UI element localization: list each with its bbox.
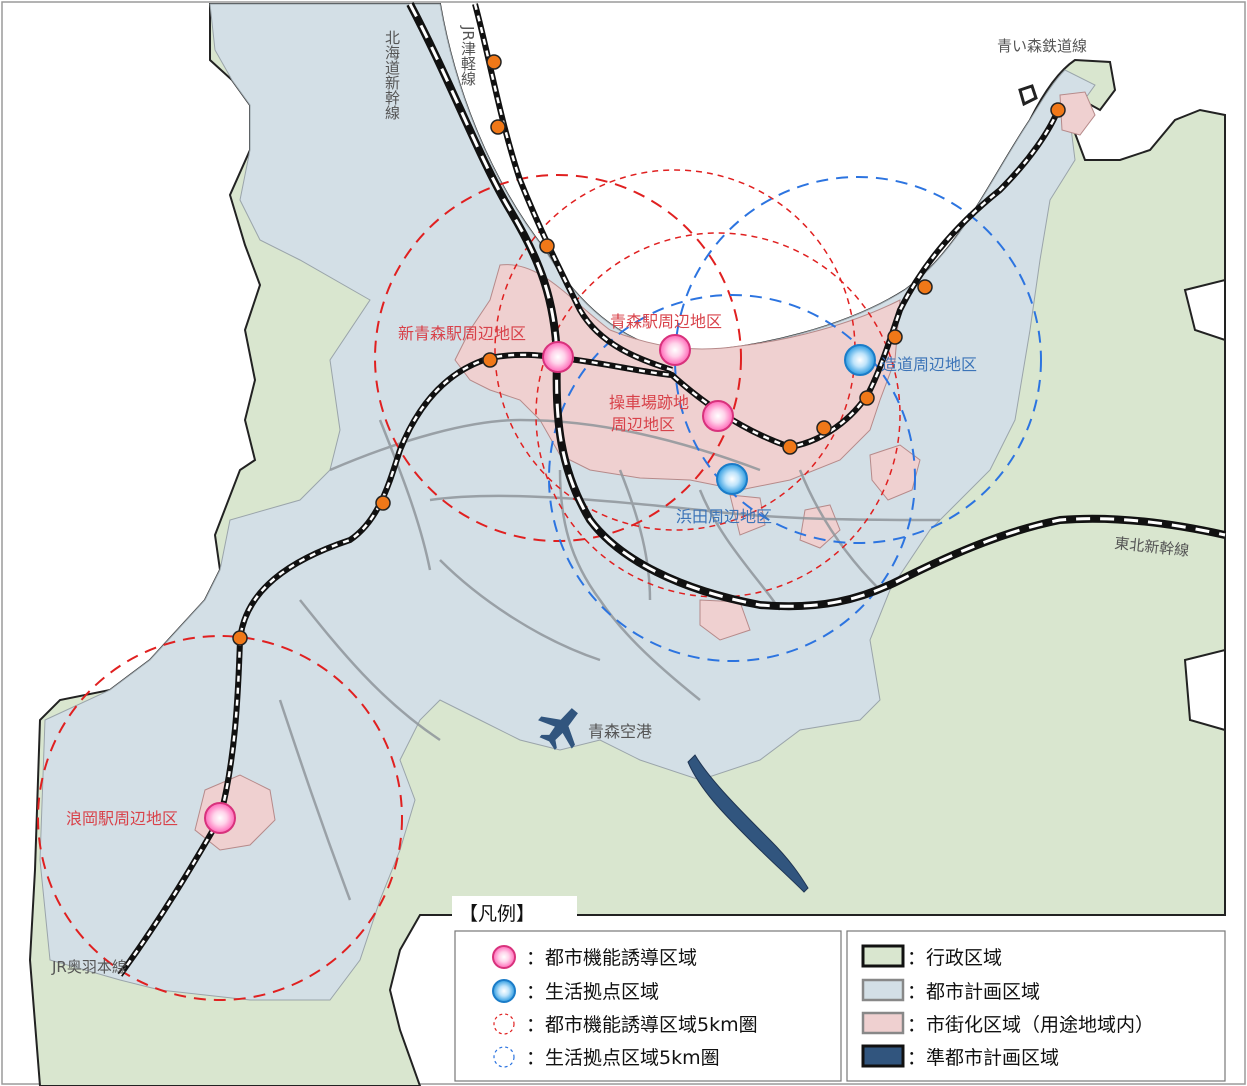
urbanization-swatch bbox=[861, 1011, 905, 1035]
label-hamada: 浜田周辺地区 bbox=[676, 507, 772, 526]
jr-tsugaru-line bbox=[472, 3, 673, 373]
legend-item-label: ：都市機能誘導区域 bbox=[526, 947, 697, 969]
district-markers bbox=[204, 334, 876, 834]
legend-item-label: ：市街化区域（用途地域内） bbox=[907, 1014, 1154, 1036]
blue-circle-tsukurimichi bbox=[674, 176, 1042, 544]
label-tsukurimichi: 造道周辺地区 bbox=[881, 355, 977, 374]
legend-item-label: ：都市機能誘導区域5km圏 bbox=[526, 1014, 758, 1036]
admin-area-swatch bbox=[861, 944, 905, 968]
station-icon bbox=[490, 119, 506, 135]
label-aoimori: 青い森鉄道線 bbox=[997, 37, 1087, 55]
city-planning-swatch bbox=[861, 978, 905, 1002]
legend-item-label: ：生活拠点区域5km圏 bbox=[526, 1047, 720, 1069]
rail-stations bbox=[232, 54, 1066, 646]
label-airport: 青森空港 bbox=[588, 722, 652, 741]
urban-function-marker-icon bbox=[542, 341, 574, 373]
label-soshajo-line1: 操車場跡地 bbox=[609, 393, 689, 412]
urban-function-marker-icon bbox=[659, 334, 691, 366]
urban-function-marker-icon bbox=[702, 400, 734, 432]
label-shin-aomori: 新青森駅周辺地区 bbox=[398, 324, 526, 343]
island-outline bbox=[1018, 84, 1038, 107]
blue-circle-hamada bbox=[548, 294, 916, 662]
legend-box-right bbox=[846, 930, 1226, 1082]
airplane-icon bbox=[538, 708, 578, 751]
legend-item-label: ：都市計画区域 bbox=[907, 981, 1040, 1003]
legend-title-box bbox=[452, 896, 577, 928]
station-icon bbox=[917, 279, 933, 295]
urban-function-marker-icon bbox=[492, 945, 516, 969]
living-hub-marker-icon bbox=[844, 344, 876, 376]
map-labels: 北海道新幹線 JR津軽線 青い森鉄道線 東北新幹線 JR奥羽本線 新青森駅周辺地… bbox=[51, 25, 1190, 976]
quasi-city-planning-swatch bbox=[861, 1044, 905, 1068]
label-jr-ou: JR奥羽本線 bbox=[51, 958, 127, 976]
station-icon bbox=[539, 238, 555, 254]
coast-inlet bbox=[1183, 648, 1226, 732]
quasi-city-planning-area bbox=[687, 754, 809, 893]
label-soshajo-line2: 周辺地区 bbox=[611, 415, 675, 434]
station-icon bbox=[482, 352, 498, 368]
station-icon bbox=[887, 329, 903, 345]
station-icon bbox=[859, 390, 875, 406]
label-namioka: 浪岡駅周辺地区 bbox=[66, 809, 178, 828]
hokkaido-shinkansen-line bbox=[406, 2, 1226, 611]
legend-title: 【凡例】 bbox=[459, 903, 535, 925]
urban-function-marker-icon bbox=[204, 802, 236, 834]
station-icon bbox=[232, 630, 248, 646]
station-icon bbox=[486, 54, 502, 70]
station-icon bbox=[1050, 102, 1066, 118]
red-circle-namioka bbox=[37, 635, 403, 1001]
legend-box-left bbox=[454, 930, 842, 1082]
label-aomori-station: 青森駅周辺地区 bbox=[610, 312, 722, 331]
red-dashed-circle-icon bbox=[493, 1013, 515, 1035]
station-icon bbox=[782, 439, 798, 455]
legend-item-label: ：行政区域 bbox=[907, 947, 1002, 969]
label-jr-tsugaru: JR津軽線 bbox=[459, 25, 477, 86]
legend-item-label: ：生活拠点区域 bbox=[526, 981, 659, 1003]
living-hub-marker-icon bbox=[492, 979, 516, 1003]
legend-item-label: ：準都市計画区域 bbox=[907, 1047, 1059, 1069]
legend: 【凡例】 ：都市機能誘導区域 ：生活拠点区域 ：都市機能誘導区域5km圏 ：生活… bbox=[452, 896, 1226, 1082]
label-hokkaido-shinkansen: 北海道新幹線 bbox=[383, 30, 401, 120]
station-icon bbox=[816, 420, 832, 436]
red-circle-shin-aomori bbox=[374, 174, 742, 542]
red-circle-soshajo bbox=[535, 232, 901, 598]
living-hub-marker-icon bbox=[716, 463, 748, 495]
station-icon bbox=[375, 495, 391, 511]
blue-dashed-circle-icon bbox=[493, 1046, 515, 1068]
coast-inlet bbox=[1183, 278, 1226, 342]
